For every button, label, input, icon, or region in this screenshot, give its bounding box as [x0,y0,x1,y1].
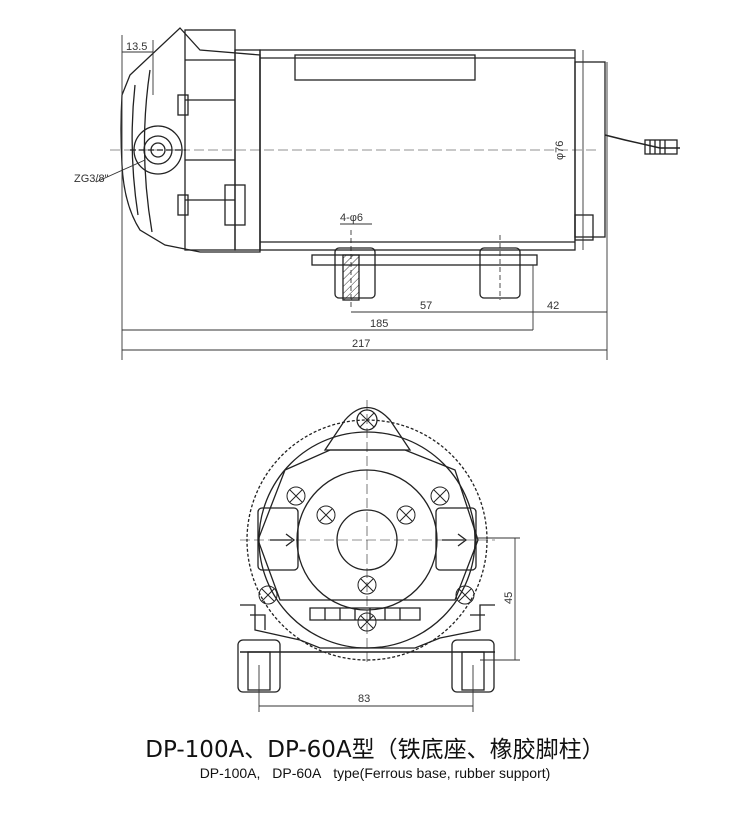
dim-42-label: 42 [547,300,559,312]
inlet-port-front [257,507,299,571]
caption-subtitle-part1: DP-100A, [199,765,261,781]
dim-217-label: 217 [352,338,370,350]
caption-subtitle: DP-100A, DP-60A type(Ferrous base, rubbe… [0,765,750,781]
dim-port-label: ZG3/8" [74,173,109,185]
front-view [237,400,495,693]
dim-flange-label: 13.5 [126,41,147,53]
dim-holes-label: 4-φ6 [340,212,363,224]
motor-end-cap [574,61,606,238]
pump-head-outline [120,27,261,253]
dim-diameter-label: φ76 [554,141,566,160]
caption-subtitle-part3: type(Ferrous base, rubber support) [333,765,551,781]
side-view-dimensions [95,35,608,360]
caption-title: DP-100A、DP-60A型（铁底座、橡胶脚柱） [145,737,605,763]
screws [258,486,475,632]
cable [604,134,680,149]
dim-height-label: 45 [503,592,515,604]
side-view [110,27,680,310]
dim-width-label: 83 [358,693,370,705]
caption-subtitle-part2: DP-60A [272,765,322,781]
outlet-port-front [435,507,477,571]
front-view-dimensions [258,537,520,712]
base-plate [311,254,538,266]
dim-185-label: 185 [370,318,388,330]
dim-57-label: 57 [420,300,432,312]
